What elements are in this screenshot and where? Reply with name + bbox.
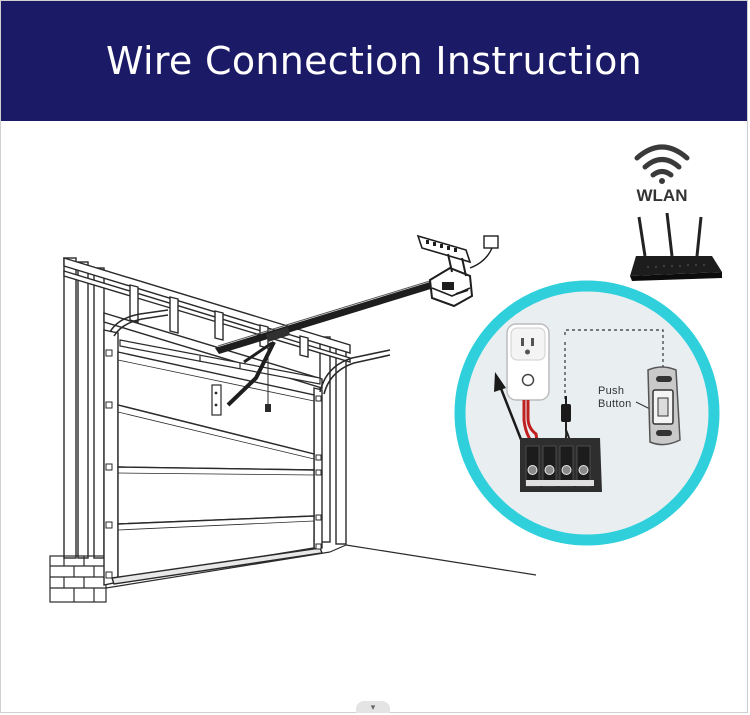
wifi-icon — [634, 144, 690, 184]
garage-door — [103, 329, 323, 586]
router-group: WLAN — [630, 144, 722, 281]
push-button-device — [647, 366, 681, 446]
push-button-label-line2: Button — [598, 398, 632, 410]
push-button-label-line1: Push — [598, 385, 624, 397]
chevron-down-icon[interactable]: ▾ — [356, 701, 390, 713]
direction-arrow — [494, 372, 524, 443]
brick-footing — [49, 555, 107, 603]
wire-connector — [561, 404, 571, 422]
opener-motor — [428, 266, 474, 308]
terminal-block — [520, 438, 602, 492]
ceiling-bracket — [416, 234, 499, 277]
signal-dashed-line — [564, 329, 664, 367]
wiring-detail-circle: Push Button — [454, 280, 720, 546]
title-banner: Wire Connection Instruction — [1, 1, 747, 121]
wlan-label: WLAN — [637, 186, 688, 205]
door-tracks — [109, 309, 391, 395]
smart-socket — [506, 323, 550, 401]
router-icon — [630, 212, 722, 281]
page-title: Wire Connection Instruction — [105, 39, 643, 83]
torsion-spring — [119, 339, 321, 385]
power-button-icon — [521, 373, 535, 387]
door-hinges — [105, 349, 322, 579]
opener-rail — [211, 279, 434, 416]
